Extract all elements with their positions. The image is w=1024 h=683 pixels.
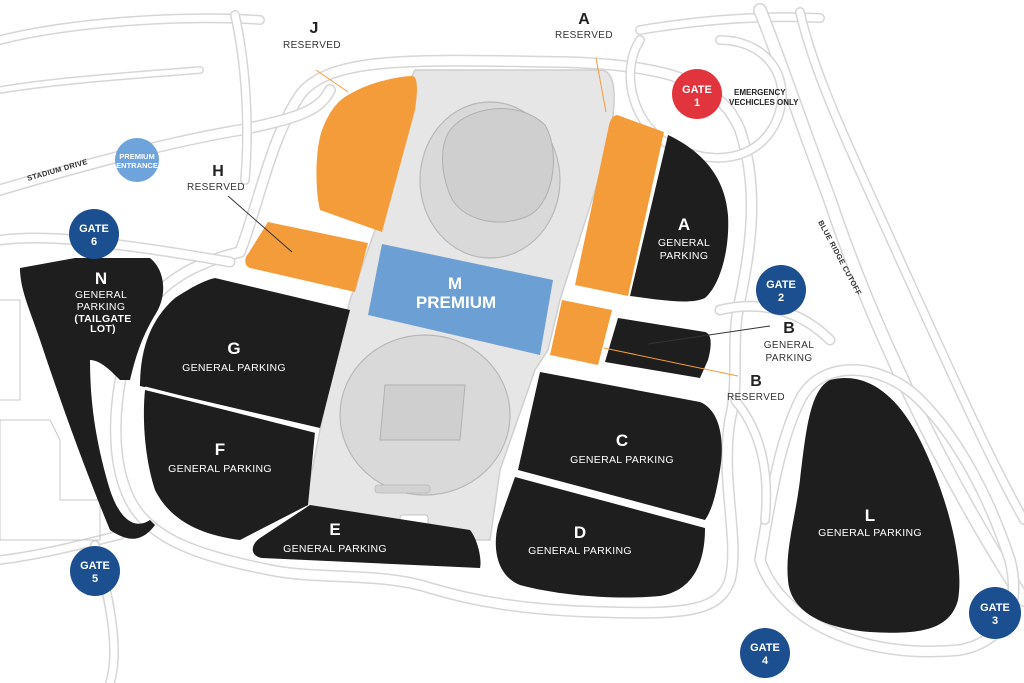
lot-labels: M PREMIUM A GENERAL PARKING N GENERAL PA…: [74, 215, 921, 557]
lot-n-desc3: (TAILGATE: [74, 313, 131, 325]
gate-2-num: 2: [778, 292, 784, 304]
premium-entrance-line2: ENTRANCE: [116, 161, 158, 170]
lot-c-desc: GENERAL PARKING: [570, 454, 674, 466]
callout-a-reserved-desc: RESERVED: [555, 30, 613, 41]
lot-h-shape[interactable]: [245, 222, 368, 292]
emergency-note: EMERGENCY VECHICLES ONLY: [729, 88, 799, 107]
lot-b-reserved-shape[interactable]: [550, 300, 612, 365]
gate-2-marker: [756, 265, 806, 315]
callout-b-general-letter: B: [783, 320, 795, 337]
lot-e-shape[interactable]: [252, 505, 481, 568]
lot-d-shape[interactable]: [495, 477, 705, 598]
gate-6[interactable]: GATE 6: [69, 209, 119, 259]
callout-b-general-desc2: PARKING: [765, 353, 812, 364]
premium-entrance[interactable]: PREMIUM ENTRANCE: [115, 138, 159, 182]
gate-1-marker: [672, 69, 722, 119]
gate-1-word: GATE: [682, 84, 712, 96]
road-network: [0, 3, 1024, 683]
gate-2-word: GATE: [766, 279, 796, 291]
lot-f-desc: GENERAL PARKING: [168, 463, 272, 475]
lot-a-shape[interactable]: [630, 135, 729, 302]
lot-f-shape[interactable]: [143, 390, 315, 540]
callout-h-desc: RESERVED: [187, 182, 245, 193]
lot-l-desc: GENERAL PARKING: [818, 527, 922, 539]
lot-c-shape[interactable]: [518, 372, 722, 520]
callout-lines: [227, 57, 771, 377]
callout-j-letter: J: [310, 20, 319, 37]
gate-3-num: 3: [992, 615, 998, 627]
gate-5-word: GATE: [80, 560, 110, 572]
gate-4-num: 4: [762, 655, 769, 667]
callout-line-j: [315, 69, 349, 93]
lot-m-desc: PREMIUM: [416, 293, 496, 312]
callout-b-reserved-letter: B: [750, 373, 762, 390]
callout-line-b-reserved: [603, 347, 739, 377]
emergency-line2: VECHICLES ONLY: [729, 98, 799, 107]
lot-d-desc: GENERAL PARKING: [528, 545, 632, 557]
lot-n-shape[interactable]: [20, 258, 164, 539]
emergency-line1: EMERGENCY: [734, 88, 786, 97]
gate-1[interactable]: GATE 1: [672, 69, 722, 119]
lot-a-letter: A: [678, 215, 690, 234]
lot-g-desc: GENERAL PARKING: [182, 362, 286, 374]
gate-3-word: GATE: [980, 602, 1010, 614]
lot-dividers: [144, 386, 711, 526]
callout-b-reserved-desc: RESERVED: [727, 392, 785, 403]
lot-n-letter: N: [95, 269, 107, 288]
lot-a-desc: GENERAL: [658, 237, 710, 249]
lot-n-desc2: PARKING: [77, 301, 126, 313]
gate-4-marker: [740, 628, 790, 678]
callout-line-b-general: [647, 325, 771, 345]
gate-5-marker: [70, 546, 120, 596]
gate-5-num: 5: [92, 573, 98, 585]
gate-4-word: GATE: [750, 642, 780, 654]
callout-line-h: [227, 195, 293, 253]
gate-3[interactable]: GATE 3: [969, 587, 1021, 639]
lot-f-letter: F: [215, 440, 225, 459]
lot-d-letter: D: [574, 523, 586, 542]
lot-m-letter: M: [448, 274, 462, 293]
lot-e-letter: E: [329, 520, 340, 539]
gate-4[interactable]: GATE 4: [740, 628, 790, 678]
gate-1-num: 1: [694, 97, 700, 109]
callout-b-general-desc: GENERAL: [764, 340, 815, 351]
premium-entrance-line1: PREMIUM: [119, 152, 154, 161]
lot-n-desc4: LOT): [90, 323, 116, 335]
callout-h-letter: H: [212, 163, 224, 180]
lot-j-shape[interactable]: [316, 76, 417, 232]
gate-3-marker: [969, 587, 1021, 639]
callout-line-a-reserved: [595, 57, 607, 113]
lot-m-shape[interactable]: [368, 244, 553, 355]
callout-labels: J RESERVED A RESERVED H RESERVED B GENER…: [187, 11, 814, 403]
general-lots: [20, 135, 960, 633]
lot-g-letter: G: [227, 339, 240, 358]
lot-l-shape[interactable]: [787, 378, 960, 633]
gate-5[interactable]: GATE 5: [70, 546, 120, 596]
lot-a-desc2: PARKING: [660, 250, 709, 262]
lot-l-letter: L: [865, 506, 875, 525]
callout-j-desc: RESERVED: [283, 40, 341, 51]
lot-e-desc: GENERAL PARKING: [283, 543, 387, 555]
gate-6-marker: [69, 209, 119, 259]
lot-c-letter: C: [616, 431, 628, 450]
callout-a-reserved-letter: A: [578, 11, 590, 28]
premium-entrance-marker: [115, 138, 159, 182]
lot-n-desc: GENERAL: [75, 289, 127, 301]
lot-g-shape[interactable]: [140, 278, 350, 428]
gate-6-word: GATE: [79, 223, 109, 235]
reserved-lots: [245, 76, 664, 365]
building-outlines: [0, 299, 101, 541]
lot-b-general-shape[interactable]: [605, 318, 711, 378]
gate-6-num: 6: [91, 236, 97, 248]
lot-a-reserved-shape[interactable]: [575, 115, 664, 296]
gate-2[interactable]: GATE 2: [756, 265, 806, 315]
